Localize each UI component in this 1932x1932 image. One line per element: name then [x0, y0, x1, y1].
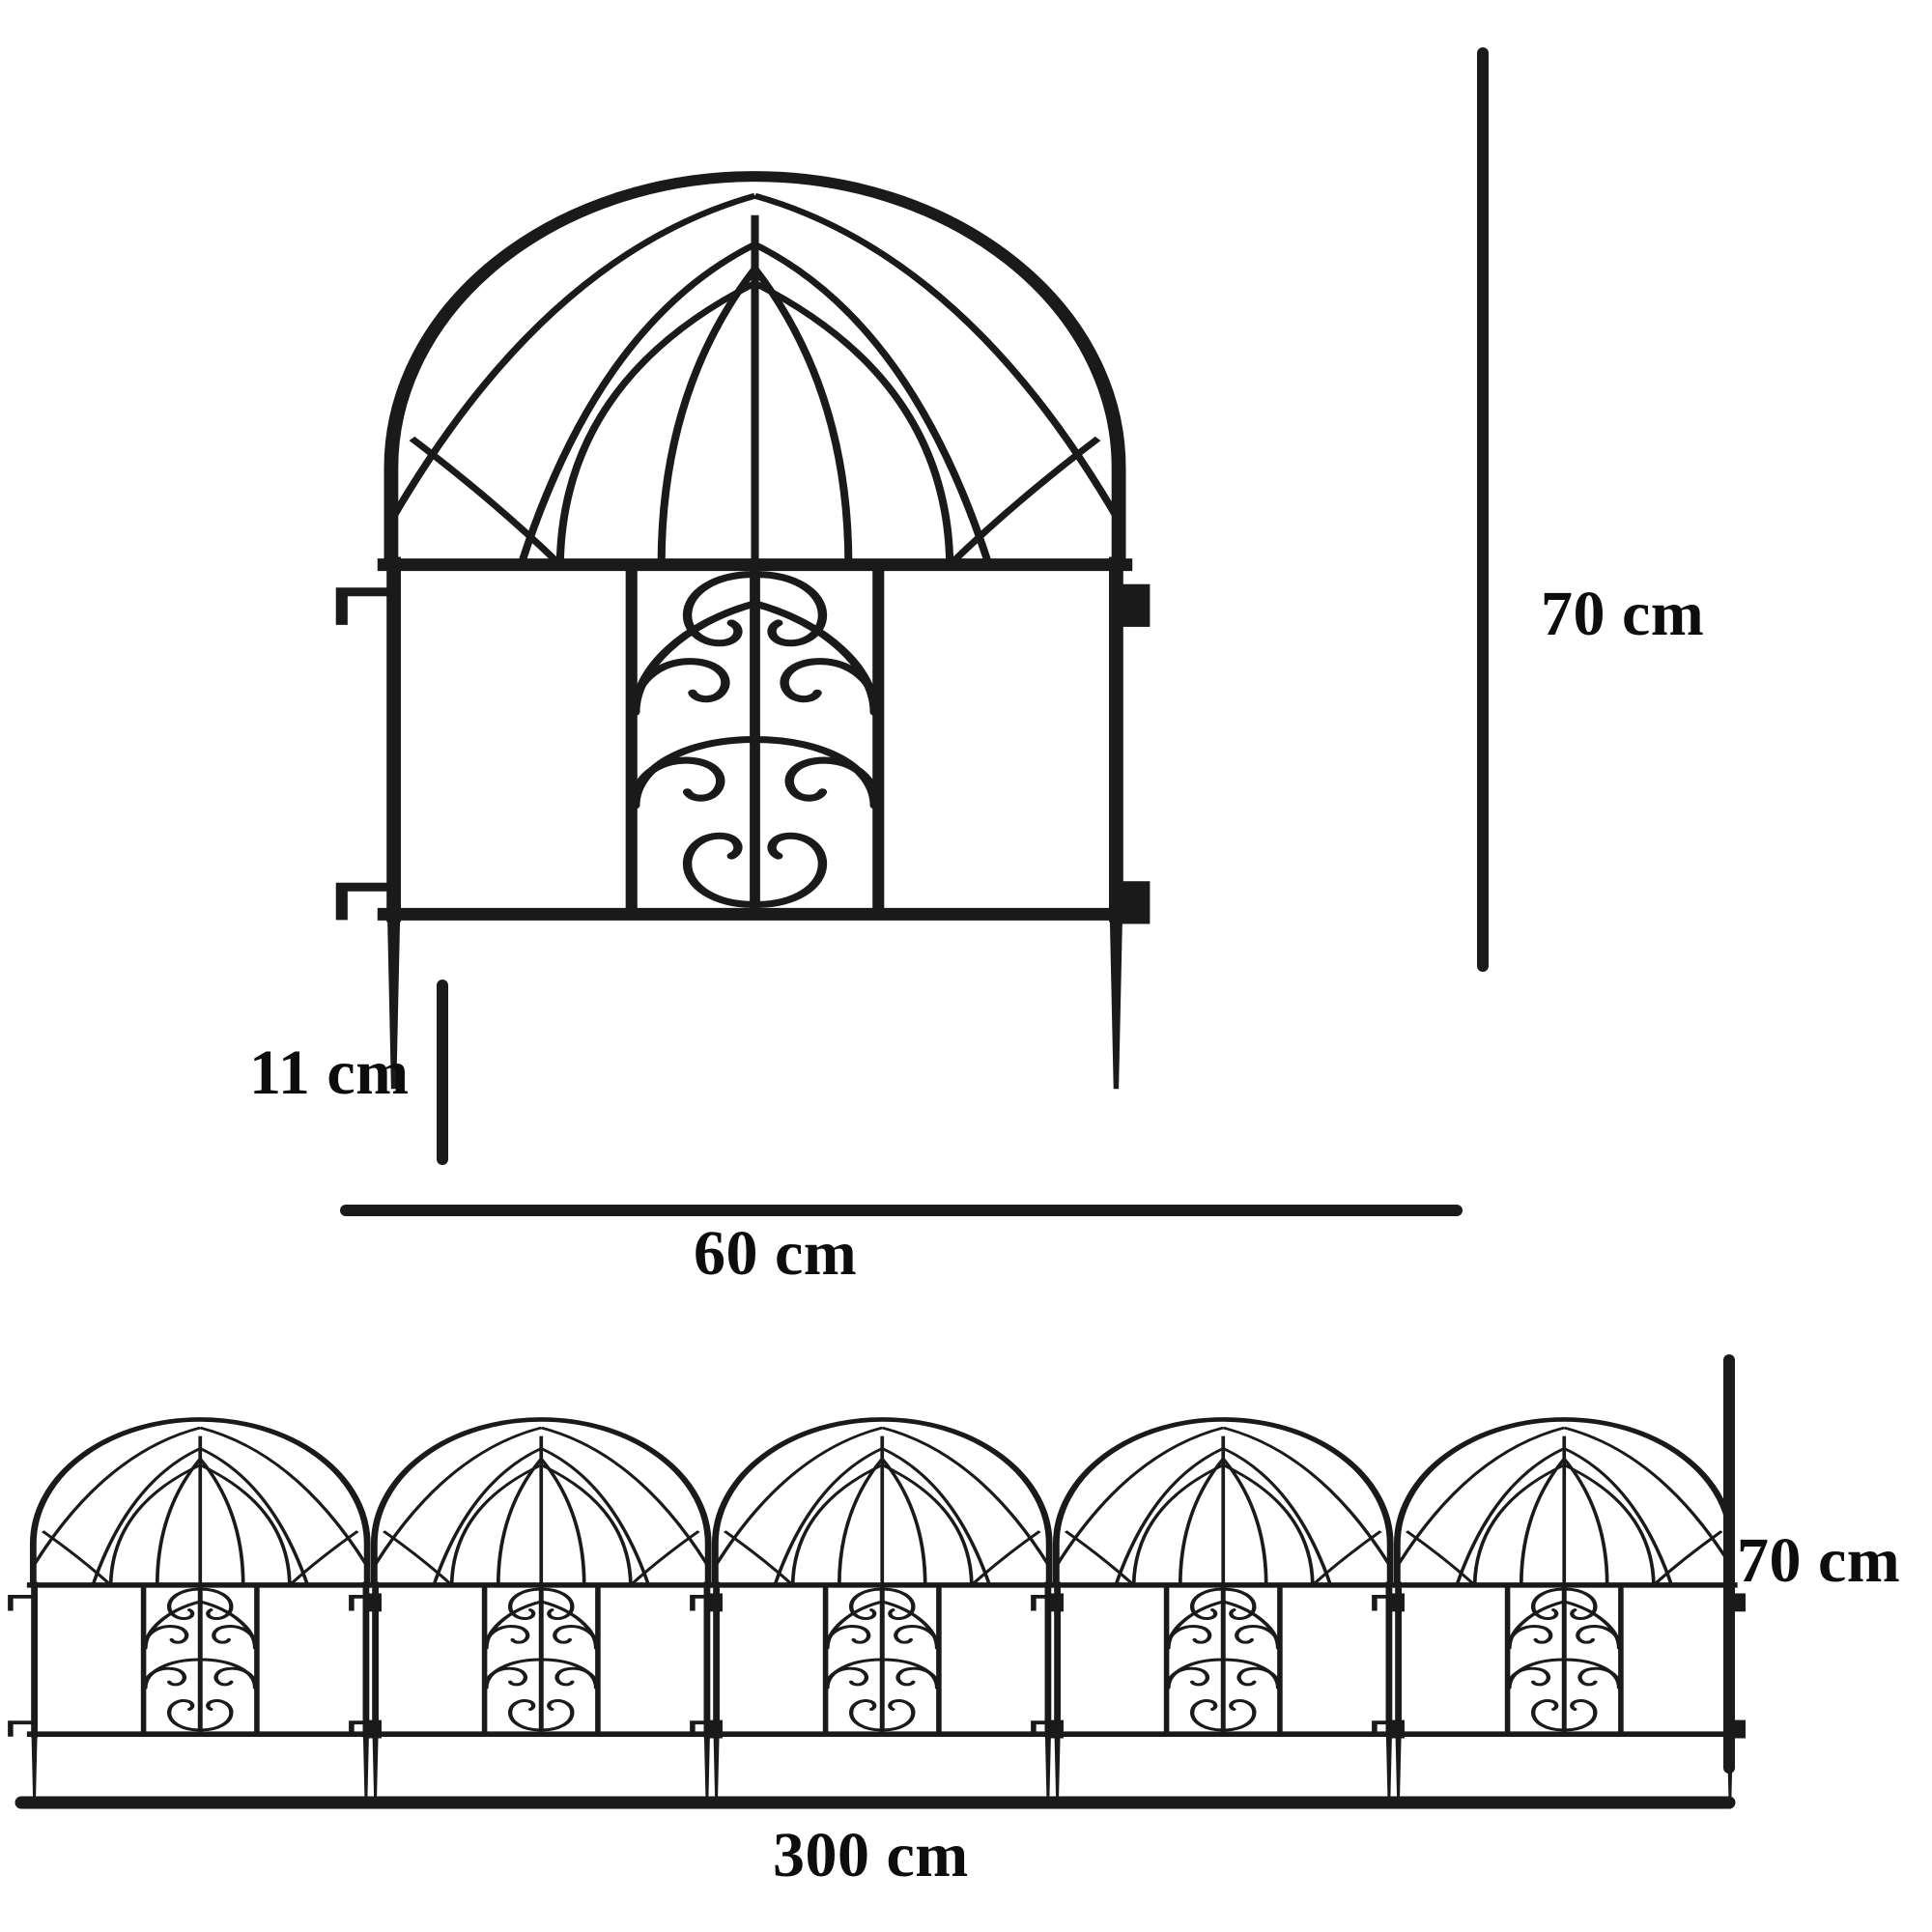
- fence-panel-row-1: [11, 1419, 382, 1808]
- fence-row-group: [11, 1419, 1746, 1808]
- fence-panel-row-3: [693, 1419, 1064, 1808]
- dimension-label-leg-height: 11 cm: [249, 1037, 410, 1108]
- fence-panel-row-4: [1034, 1419, 1405, 1808]
- dimension-label-row-total-width: 300 cm: [773, 1820, 969, 1890]
- dimension-label-row-height: 70 cm: [1737, 1525, 1901, 1596]
- fence-panel-row-5: [1375, 1419, 1746, 1808]
- fence-panel-row-2: [352, 1419, 723, 1808]
- dimension-label-panel-height: 70 cm: [1541, 579, 1705, 649]
- dimension-label-panel-width: 60 cm: [694, 1218, 858, 1289]
